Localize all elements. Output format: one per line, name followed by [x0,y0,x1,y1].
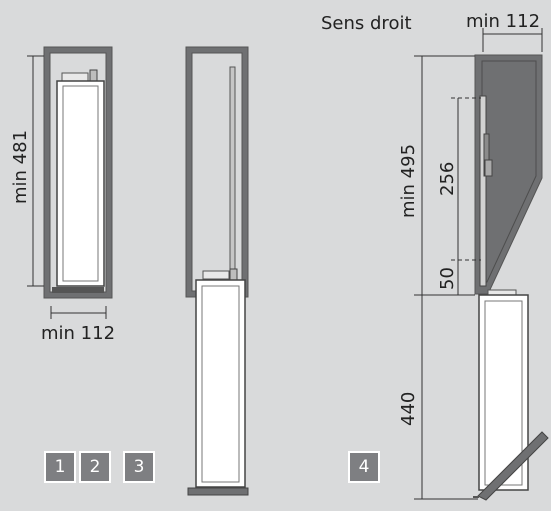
fig1-top-bracket [61,72,89,82]
fig4-cabinet-height-label: min 495 [398,144,419,218]
fig2-cabinet-frame [185,46,249,298]
step-badge-2: 2 [79,451,111,483]
fig4-slanted-plinth [477,431,549,501]
fig1-base-plate [52,287,104,293]
fig2-pullout-inner [201,285,240,483]
fig4-width-label: min 112 [466,11,540,32]
fig1-height-label: min 481 [10,130,31,204]
fig2-top-bracket [202,270,230,280]
fig4-mechanism-rail [479,95,487,287]
fig4-gap-label: 50 [437,267,458,290]
step-badge-3: 3 [123,451,155,483]
figure-1-cabinet-closed: min 481 min 112 [10,46,115,344]
fig2-plinth [187,487,249,496]
fig2-top-hinge [229,268,238,281]
fig1-top-hinge [89,69,98,82]
step-badge-1: 1 [44,451,76,483]
figure-2-pullout-extended [185,46,249,496]
fig2-guide-rail [229,66,236,272]
figure-4-side-view: Sens droit min 112 min 495 256 [321,11,549,501]
fig4-title: Sens droit [321,13,412,34]
fig4-pullout-inner [484,300,523,486]
fig4-offset-label: 256 [437,162,458,196]
fig4-lower-height-label: 440 [398,392,419,426]
fig1-width-label: min 112 [41,323,115,344]
fig1-pullout-inner [62,85,99,282]
step-badge-4: 4 [348,451,380,483]
fig1-cabinet-frame [43,46,113,299]
